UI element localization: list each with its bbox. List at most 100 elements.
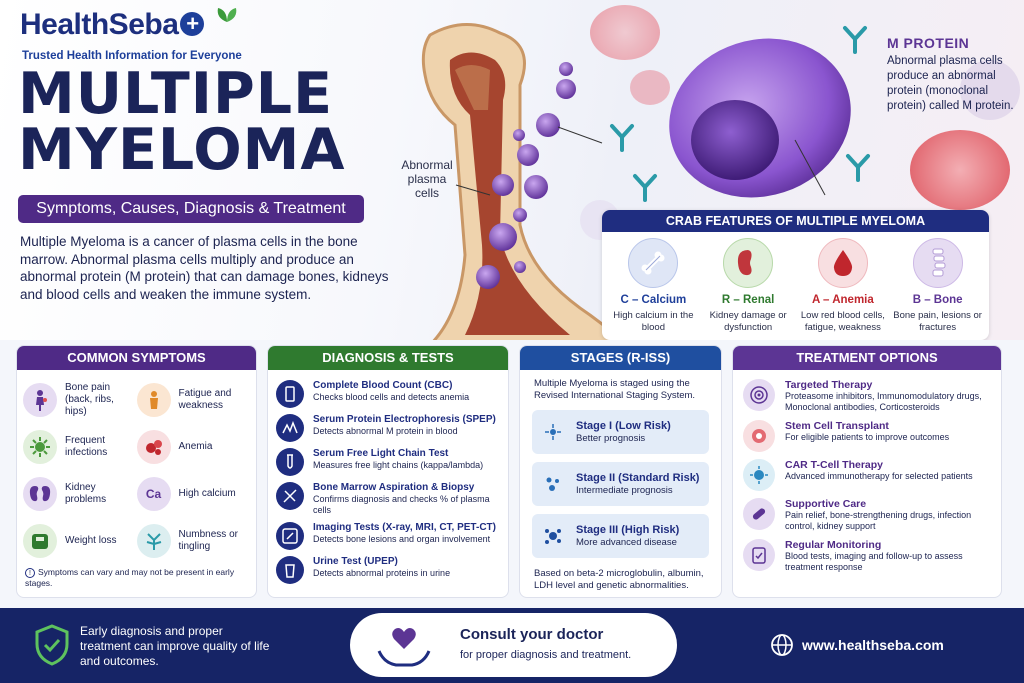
- stage-item: Stage I (Low Risk)Better prognosis: [532, 410, 709, 454]
- spine-icon: [912, 238, 963, 288]
- antibody-icon: [846, 154, 870, 182]
- t-cell-icon: [743, 459, 775, 491]
- consult-description: for proper diagnosis and treatment.: [460, 649, 632, 661]
- symptom-item: Numbness or tingling: [136, 517, 251, 564]
- symptoms-note: !Symptoms can vary and may not be presen…: [25, 567, 235, 588]
- crab-desc: High calcium in the blood: [613, 310, 694, 333]
- target-icon: [743, 379, 775, 411]
- globe-icon: [771, 634, 793, 656]
- crab-item-anemia: A – Anemia Low red blood cells, fatigue,…: [796, 238, 891, 334]
- diagnosis-item: Imaging Tests (X-ray, MRI, CT, PET-CT)De…: [268, 522, 508, 550]
- phone-test-icon: [276, 380, 304, 408]
- crab-item-bone: B – Bone Bone pain, lesions or fractures: [890, 238, 985, 334]
- m-protein-title: M PROTEIN: [887, 35, 970, 51]
- treatment-title: TREATMENT OPTIONS: [733, 346, 1001, 370]
- diagnosis-item: Serum Protein Electrophoresis (SPEP)Dete…: [268, 414, 508, 442]
- symptom-item: Weight loss: [23, 517, 137, 564]
- stage-item: Stage II (Standard Risk)Intermediate pro…: [532, 462, 709, 506]
- stem-cell-icon: [743, 420, 775, 452]
- symptom-item: Bone pain (back, ribs, hips): [23, 376, 137, 423]
- symptom-item: Frequent infections: [23, 423, 137, 470]
- nerve-icon: [136, 523, 171, 558]
- symptom-item: Anemia: [136, 423, 251, 470]
- electrophoresis-icon: [276, 414, 304, 442]
- crab-desc: Bone pain, lesions or fractures: [893, 310, 982, 333]
- monitor-icon: [743, 539, 775, 571]
- back-pain-icon: [23, 382, 57, 417]
- xray-icon: [276, 522, 304, 550]
- needle-icon: [276, 482, 304, 510]
- crab-desc: Low red blood cells, fatigue, weakness: [800, 310, 885, 333]
- test-tube-icon: [276, 448, 304, 476]
- blood-drop-icon: [817, 238, 868, 288]
- stage-2-icon: [542, 473, 564, 495]
- info-icon: !: [25, 568, 35, 578]
- abnormal-cells-label: Abnormal plasma cells: [401, 158, 453, 200]
- stages-title: STAGES (R-ISS): [520, 346, 721, 370]
- antibody-icon: [843, 26, 867, 54]
- diagnosis-item: Urine Test (UPEP)Detects abnormal protei…: [268, 556, 508, 584]
- symptom-item: Fatigue and weakness: [136, 376, 251, 423]
- urine-cup-icon: [276, 556, 304, 584]
- plasma-cell-illustration: [669, 38, 851, 198]
- crab-title: CRAB FEATURES OF MULTIPLE MYELOMA: [602, 210, 989, 232]
- diagnosis-title: DIAGNOSIS & TESTS: [268, 346, 508, 370]
- crab-label: A – Anemia: [811, 294, 874, 306]
- antibody-icon: [610, 124, 634, 152]
- calcium-icon: Ca: [136, 476, 171, 511]
- bone-marrow-illustration: [421, 23, 626, 340]
- crab-label: R – Renal: [721, 294, 775, 306]
- brand-logo[interactable]: HealthSeba+: [20, 8, 205, 42]
- plus-icon: +: [180, 12, 205, 37]
- brand-name: HealthSeba: [20, 8, 179, 41]
- stages-intro: Multiple Myeloma is staged using the Rev…: [534, 378, 696, 401]
- brand-tagline: Trusted Health Information for Everyone: [22, 50, 242, 62]
- stages-footer: Based on beta-2 microglobulin, albumin, …: [534, 568, 704, 591]
- stage-item: Stage III (High Risk)More advanced disea…: [532, 514, 709, 558]
- stages-panel: STAGES (R-ISS) Multiple Myeloma is stage…: [519, 345, 722, 598]
- kidney-icon: [723, 238, 774, 288]
- crab-desc: Kidney damage or dysfunction: [709, 310, 787, 333]
- stage-3-icon: [542, 525, 564, 547]
- symptoms-title: COMMON SYMPTOMS: [17, 346, 256, 370]
- red-blood-cells-icon: [136, 429, 171, 464]
- scale-icon: [23, 523, 57, 558]
- diagnosis-panel: DIAGNOSIS & TESTS Complete Blood Count (…: [267, 345, 509, 598]
- pill-icon: [743, 498, 775, 530]
- crab-label: B – Bone: [912, 294, 963, 306]
- leaf-icon: [217, 8, 237, 22]
- symptoms-panel: COMMON SYMPTOMS Bone pain (back, ribs, h…: [16, 345, 257, 598]
- virus-icon: [23, 429, 57, 464]
- diagnosis-item: Complete Blood Count (CBC)Checks blood c…: [268, 380, 508, 408]
- crab-label: C – Calcium: [620, 294, 687, 306]
- bone-icon: [628, 238, 679, 288]
- stage-1-icon: [542, 421, 564, 443]
- crab-features-card: CRAB FEATURES OF MULTIPLE MYELOMA C – Ca…: [602, 210, 989, 340]
- consult-doctor-banner[interactable]: Consult your doctor for proper diagnosis…: [350, 613, 677, 677]
- heart-hands-icon: [377, 628, 431, 667]
- antibody-icon: [633, 174, 657, 202]
- intro-text: Multiple Myeloma is a cancer of plasma c…: [20, 234, 389, 302]
- footer-message: Early diagnosis and proper treatment can…: [80, 624, 270, 668]
- kidney-icon: [23, 476, 57, 511]
- shield-check-icon: [35, 624, 69, 666]
- consult-title: Consult your doctor: [460, 626, 604, 643]
- m-protein-description: Abnormal plasma cells produce an abnorma…: [887, 55, 1014, 112]
- page-subtitle: Symptoms, Causes, Diagnosis & Treatment: [18, 195, 364, 223]
- website-link[interactable]: www.healthseba.com: [802, 637, 944, 653]
- fatigue-icon: [136, 382, 171, 417]
- footer: Early diagnosis and proper treatment can…: [0, 608, 1024, 683]
- crab-item-calcium: C – Calcium High calcium in the blood: [606, 238, 701, 334]
- symptom-item: Kidney problems: [23, 470, 137, 517]
- hero-section: HealthSeba+ Trusted Health Information f…: [0, 0, 1024, 340]
